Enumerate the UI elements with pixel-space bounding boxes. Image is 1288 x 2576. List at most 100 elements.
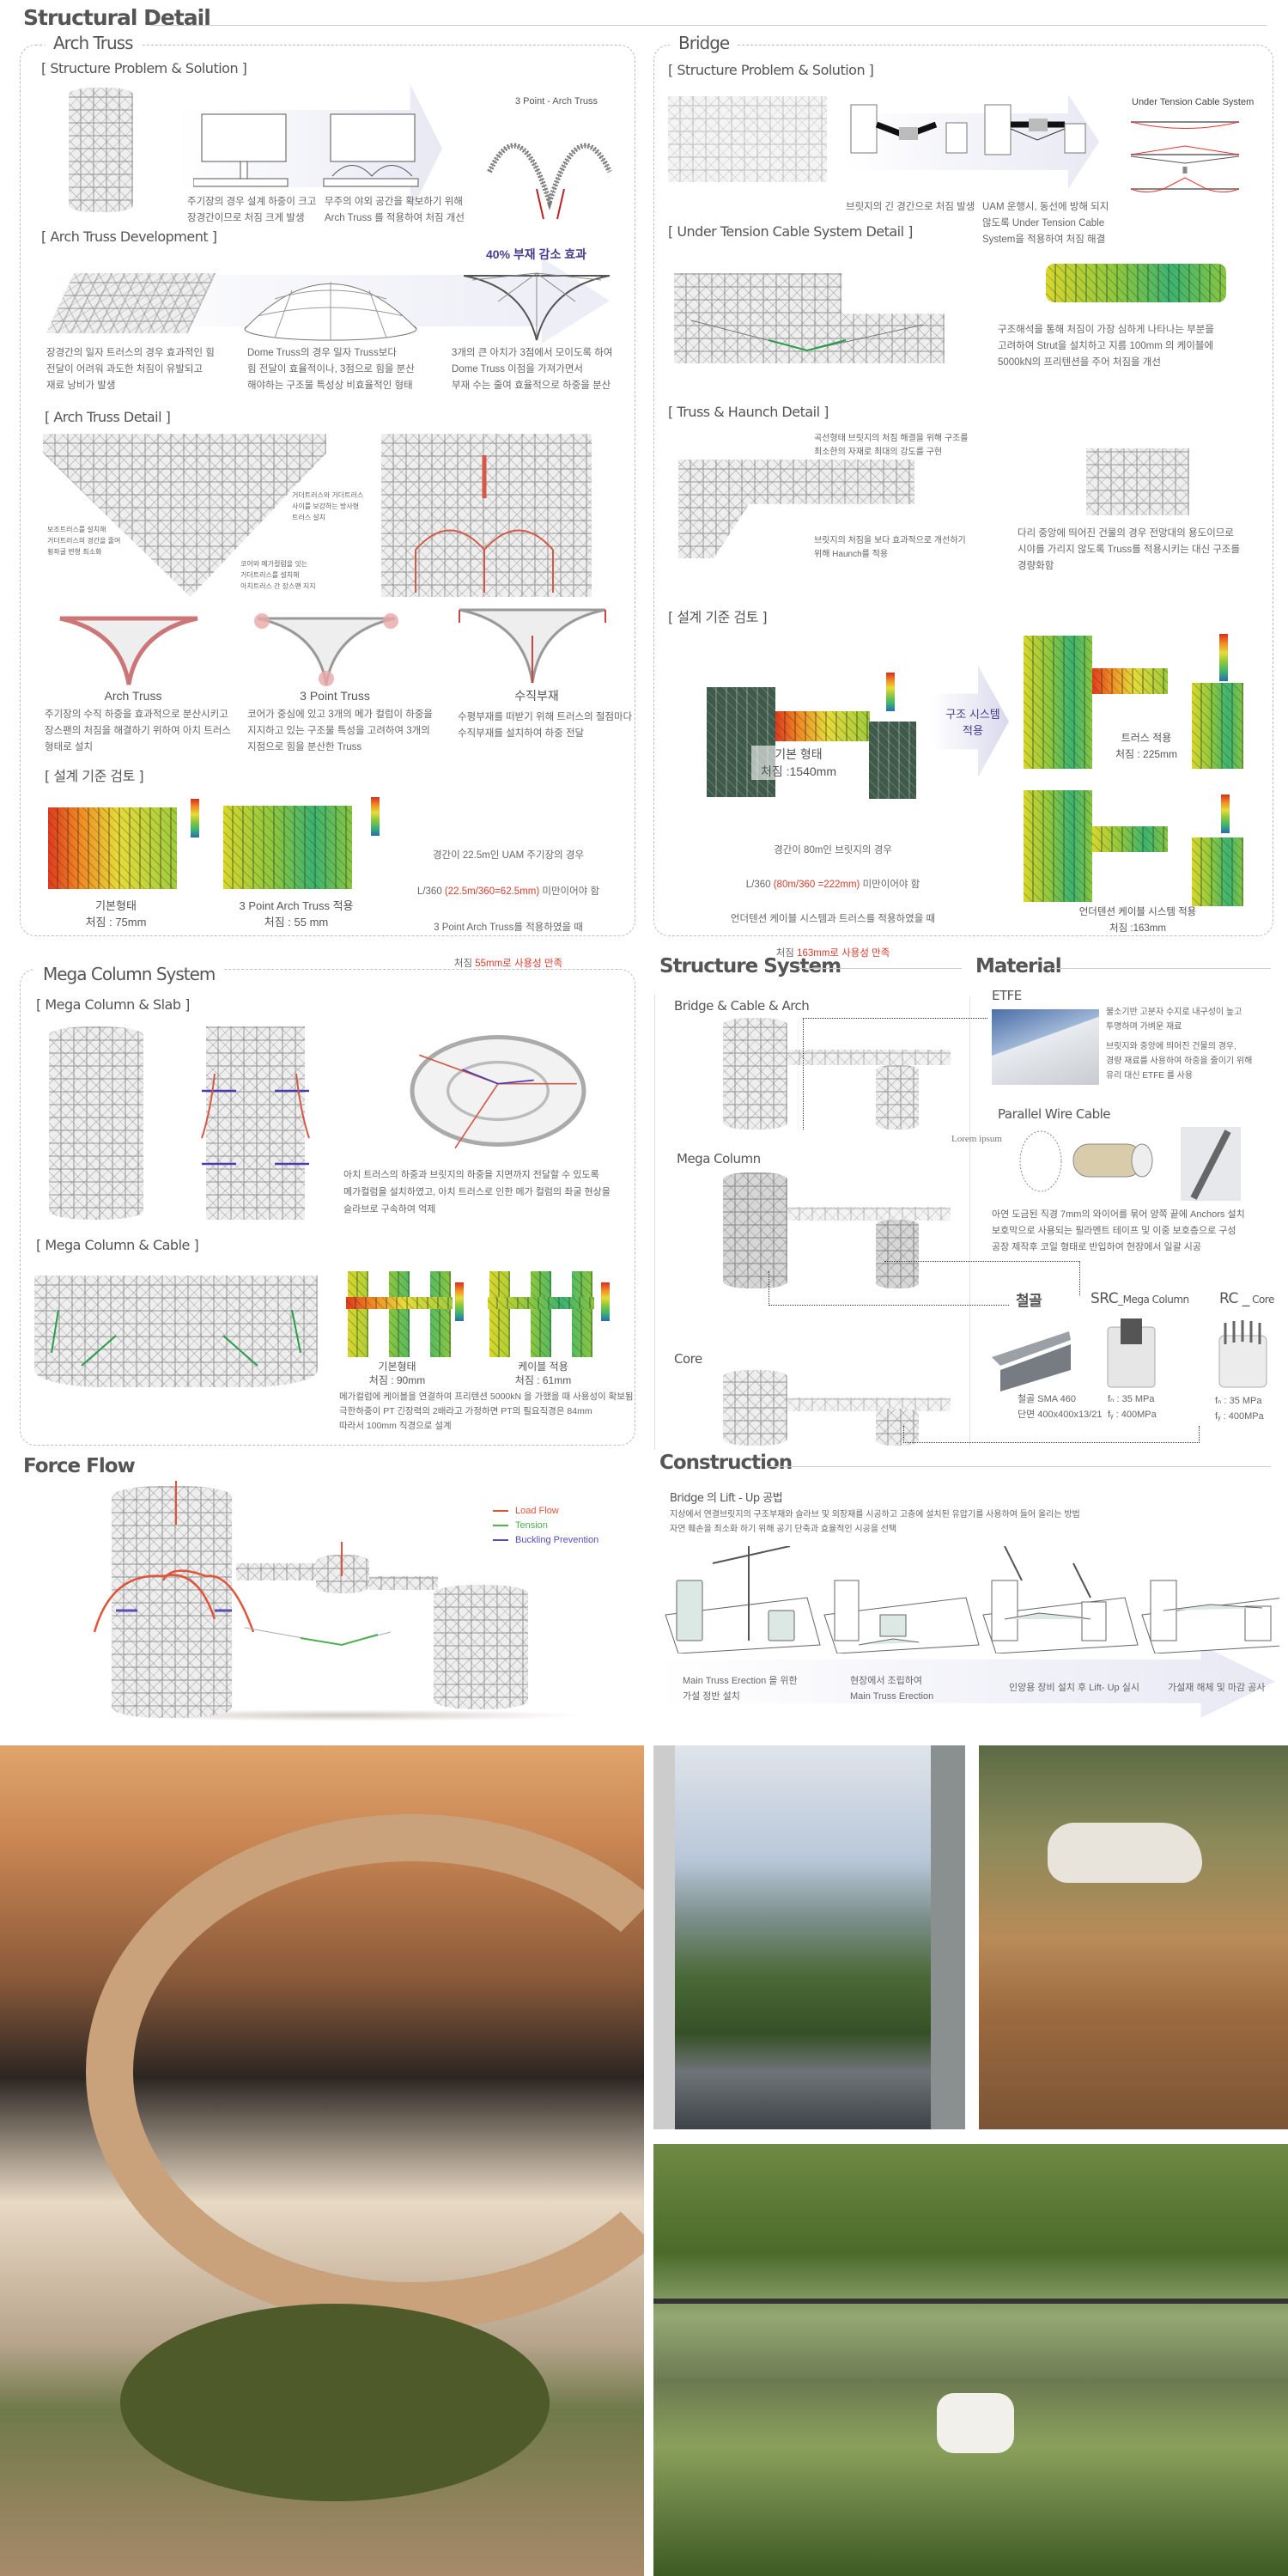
review-line: 미만이어야 함 — [539, 886, 600, 897]
buckling-arrows — [201, 1073, 310, 1166]
cable-caption: 메가컬럼에 케이블을 연결하여 프리텐션 5000kN 을 가했을 때 사용성이… — [339, 1392, 634, 1431]
result-label: 3 Point Arch Truss 적용 — [239, 899, 354, 912]
reduction-highlight: 40% 부재 감소 효과 — [486, 247, 586, 261]
cable-fem-bridge — [1092, 826, 1168, 852]
mega-column-render — [723, 1172, 787, 1288]
review-line: 언더텐션 케이블 시스템과 트러스를 적용하였을 때 — [730, 914, 936, 924]
development-caption-2: Dome Truss의 경우 일자 Truss보다 힘 전달이 효율적이나, 3… — [247, 348, 415, 391]
result-value: 처짐 : 90mm — [368, 1374, 426, 1386]
detail-annotation-2: 보조트러스를 설치해 거더트러스의 경간을 줄여 횡좌굴 변형 최소화 — [47, 526, 121, 556]
fem-legend — [601, 1282, 610, 1321]
utcs-diagram — [1130, 121, 1240, 192]
review-line: 처짐 — [453, 959, 476, 969]
legend-label: Buckling Prevention — [515, 1534, 599, 1545]
three-arch-truss-image — [464, 272, 610, 341]
bridge-problem-caption: 브릿지의 긴 경간으로 처짐 발생 — [846, 202, 975, 212]
arch-development-heading: [ Arch Truss Development ] — [41, 228, 217, 245]
truss-fem-bridge — [1092, 668, 1168, 694]
system-core: Core — [674, 1351, 702, 1367]
base-fem-tower-right — [869, 722, 916, 799]
leader-line — [884, 1261, 1080, 1295]
bridge-model-image — [668, 96, 827, 182]
lift-up-text: 지상에서 연결브릿지의 구조부재와 슬라브 및 외장재를 시공하고 고층에 설치… — [670, 1510, 1080, 1534]
result-label: 기본 형태 — [775, 747, 823, 761]
right-tower-render — [876, 1409, 919, 1446]
leader-line — [769, 1271, 1009, 1306]
review-line: 경간이 22.5m인 UAM 주기장의 경우 — [432, 850, 585, 861]
bridge-panel — [653, 45, 1273, 936]
construction-step-1: Main Truss Erection 을 위한 가설 정반 설치 — [683, 1676, 798, 1702]
curved-facade — [86, 1814, 644, 2329]
review-line: 3 Point Arch Truss를 적용하였을 때 — [434, 923, 583, 933]
three-point-arch-label: 3 Point - Arch Truss — [515, 96, 598, 107]
src-fy: fᵧ : 400MPa — [1108, 1410, 1157, 1420]
lorem-label: Lorem ipsum — [951, 1134, 1002, 1144]
steel-spec: 철골 SMA 460 단면 400x400x13/21 — [1018, 1394, 1103, 1420]
core-render — [723, 1370, 787, 1446]
construction-steps-illustration — [665, 1546, 1279, 1653]
fem-legend — [191, 799, 199, 837]
uam-drone — [1048, 1823, 1202, 1883]
cable-applied-fem — [489, 1271, 592, 1357]
result-value: 처짐 : 55 mm — [264, 916, 329, 929]
cable-detail-caption: 구조해석을 통해 처짐이 가장 심하게 나타나는 부분을 고려하여 Strut을… — [998, 325, 1214, 368]
haunch-annotation-1: 곡선형태 브릿지의 처짐 해결을 위해 구조를 최소한의 자재로 최대의 강도를… — [814, 434, 969, 457]
development-caption-1: 장경간의 일자 트러스의 경우 효과적인 힘 전달이 어려워 과도한 처짐이 유… — [46, 348, 215, 391]
mega-column-title: Mega Column System — [34, 964, 224, 984]
span-diagram — [193, 113, 419, 187]
arch-truss-fem-result — [223, 806, 352, 889]
result-value: 처짐 : 225mm — [1115, 748, 1178, 760]
legend-item-tension: Tension — [493, 1518, 598, 1532]
arch-problem-caption: 주기장의 경우 설계 하중이 크고 장경간이므로 처짐 크게 발생 — [187, 197, 317, 223]
three-point-truss-type-image — [254, 613, 398, 686]
development-caption-3: 3개의 큰 아치가 3점에서 모이도록 하여 Dome Truss 이점을 가져… — [452, 348, 613, 391]
bridge-review-heading: [ 설계 기준 검토 ] — [668, 609, 768, 625]
arch-truss-caption: 주기장의 수직 하중을 효과적으로 분산시키고 장스팬의 처짐을 해결하기 위하… — [45, 709, 231, 752]
buckling-arrow-icon — [493, 1538, 508, 1541]
title-divider — [150, 25, 1267, 26]
load-arrows-overlay — [415, 455, 554, 593]
construction-step-3: 인양용 장비 설치 후 Lift- Up 실시 — [1009, 1683, 1139, 1693]
detail-annotation-3: 코어와 메가컬럼을 잇는 거더트러스를 설치해 아치트러스 간 장스팬 지지 — [240, 560, 316, 590]
src-title: SRC_Mega Column — [1091, 1290, 1189, 1307]
etfe-title: ETFE — [992, 988, 1022, 1003]
rc-title: RC _ Core — [1219, 1290, 1274, 1307]
result-label: 기본형태 — [378, 1361, 416, 1373]
apply-system-label: 구조 시스템 적용 — [945, 708, 1000, 737]
divider — [769, 1466, 1271, 1467]
lift-up-subtitle: Bridge 의 Lift - Up 공법 — [670, 1492, 783, 1505]
goat — [937, 2393, 1014, 2453]
base-fem-result — [48, 807, 177, 889]
cable-heading: [ Mega Column & Cable ] — [36, 1237, 199, 1253]
base-cable-fem-beam — [346, 1297, 453, 1309]
legend-label: Tension — [515, 1519, 548, 1531]
result-value: 처짐 : 75mm — [85, 916, 147, 929]
tension-arrow-icon — [493, 1524, 508, 1526]
src-fck: fₙ : 35 MPa — [1108, 1394, 1155, 1404]
material-section-images — [992, 1318, 1267, 1392]
divider — [654, 995, 655, 1450]
review-line: 미만이어야 함 — [860, 880, 920, 890]
divider — [1052, 968, 1271, 969]
haunch-heading: [ Truss & Haunch Detail ] — [668, 404, 829, 420]
review-line: L/360 — [416, 886, 445, 897]
bridge-render — [236, 1563, 322, 1580]
three-point-truss-caption: 코어가 중심에 있고 3개의 메가 컬럼이 하중을 지지하고 있는 구조물 특성… — [247, 709, 434, 752]
slab-heading: [ Mega Column & Slab ] — [36, 996, 190, 1013]
construction-title: Construction — [659, 1452, 793, 1474]
arch-review-heading: [ 설계 기준 검토 ] — [45, 768, 144, 784]
exterior-render-photo — [0, 1745, 644, 2576]
mega-column-section-render — [206, 1026, 305, 1220]
arch-solution-caption: 무주의 야외 공간을 확보하기 위해 Arch Truss 를 적용하여 처짐 … — [325, 197, 465, 223]
src-spec: fₙ : 35 MPa fᵧ : 400MPa — [1108, 1392, 1157, 1422]
three-point-truss-label: 3 Point Truss — [300, 689, 370, 703]
construction-step-4: 가설재 해체 및 마감 공사 — [1168, 1683, 1266, 1693]
base-cable-fem — [348, 1271, 451, 1357]
cable-tension-arrows — [690, 320, 924, 352]
review-line: 경간이 80m인 브릿지의 경우 — [774, 845, 892, 856]
right-tower-render — [434, 1585, 528, 1709]
cable-fem-tower-right — [1192, 837, 1243, 906]
etfe-text-1: 불소기반 고분자 수지로 내구성이 높고 투명하며 가벼운 재료 — [1106, 1008, 1242, 1032]
slab-caption: 아치 트러스의 하중과 브릿지의 하중을 지면까지 전달할 수 있도록 메가컬럼… — [343, 1170, 611, 1215]
